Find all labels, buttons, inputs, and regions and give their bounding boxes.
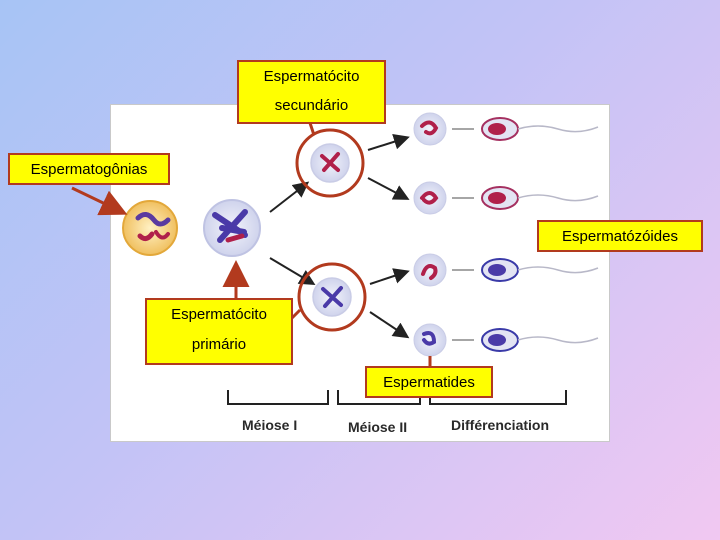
- spermatid-1: [413, 112, 447, 146]
- secondary-spermatocyte-bottom: [297, 262, 367, 332]
- spermatid-4: [413, 323, 447, 357]
- spermatid-3: [413, 253, 447, 287]
- primary-spermatocyte-cell: [203, 199, 261, 257]
- label-spermatogonia: Espermatogônias: [8, 153, 170, 185]
- diagram-panel: [110, 104, 610, 442]
- bracket-meiosis-1: [227, 390, 329, 405]
- arrow-meiosis-1-up: [269, 181, 310, 213]
- label-primary-line-2: primário: [191, 336, 247, 353]
- stage-meiosis-1: Méiose I: [242, 417, 298, 433]
- spermatozoon-2: [481, 186, 599, 210]
- label-spermatozoa: Espermatózóides: [537, 220, 703, 252]
- label-primary-spermatocyte: Espermatócito primário: [145, 298, 293, 365]
- label-secondary-line-1: Espermatócito: [263, 68, 360, 85]
- arrow-meiosis-2-b: [367, 177, 410, 200]
- pointer-spermatogonia: [71, 186, 128, 216]
- stage-meiosis-2: Méiose II: [348, 419, 408, 435]
- label-secondary-line-2: secundário: [274, 97, 349, 114]
- spermatogonium-cell: [122, 200, 178, 256]
- arrow-meiosis-2-a: [367, 133, 410, 151]
- arrow-meiosis-2-d: [369, 311, 410, 339]
- spermatid-2: [413, 181, 447, 215]
- spermatozoon-1: [481, 117, 599, 141]
- label-secondary-spermatocyte: Espermatócito secundário: [237, 60, 386, 124]
- secondary-spermatocyte-top: [295, 128, 365, 198]
- spermatozoon-4: [481, 328, 599, 352]
- arrow-meiosis-2-c: [369, 268, 410, 285]
- stage-differentiation: Différenciation: [451, 417, 550, 433]
- spermatozoon-3: [481, 258, 599, 282]
- pointer-secondary-bottom: [290, 308, 302, 320]
- label-spermatids: Espermatides: [365, 366, 493, 398]
- pointer-secondary: [308, 122, 316, 136]
- label-primary-line-1: Espermatócito: [171, 306, 267, 323]
